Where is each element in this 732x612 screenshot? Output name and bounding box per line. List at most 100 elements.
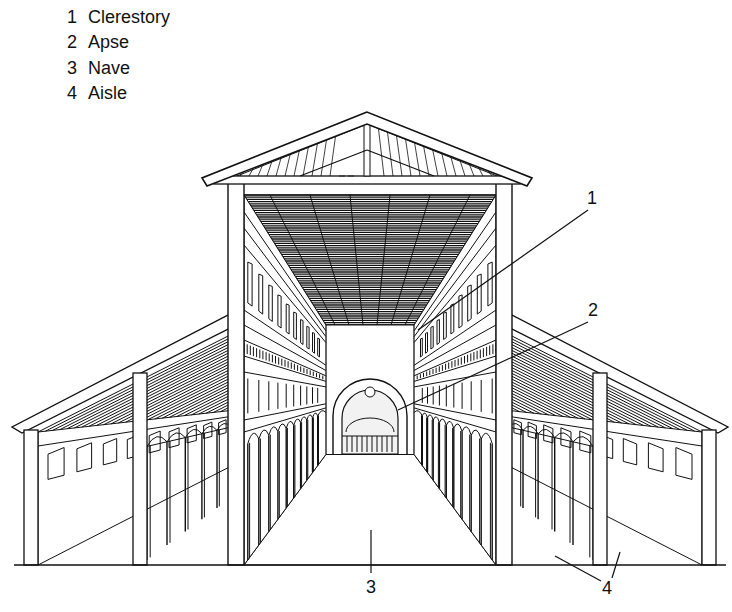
aisle-column — [572, 442, 573, 545]
frieze-mark — [458, 359, 459, 366]
key-number-holder: 1 — [67, 8, 77, 26]
right-aisle — [416, 311, 728, 565]
ceiling-beam — [319, 313, 421, 314]
clerestory-window — [294, 312, 297, 339]
colonnade-arch — [278, 424, 286, 432]
column — [301, 422, 302, 487]
frieze-mark — [256, 348, 257, 357]
frieze-mark — [483, 348, 484, 357]
frieze-mark — [291, 363, 292, 369]
apse-column — [362, 436, 363, 452]
aisle-column — [201, 434, 202, 520]
apse-vault — [346, 418, 394, 432]
column — [461, 432, 462, 520]
column — [460, 431, 461, 517]
left-aisle — [12, 311, 324, 565]
ceiling-beam — [291, 269, 449, 270]
column — [294, 425, 295, 497]
column — [492, 444, 493, 560]
aisle-arch — [147, 437, 167, 447]
ceiling-beam — [309, 298, 431, 299]
truss-hatch — [348, 176, 354, 177]
key-number-holder: 2 — [67, 33, 77, 51]
ceiling-beam — [270, 236, 469, 237]
wall-panel-line — [433, 387, 434, 405]
key-number: 4 — [67, 83, 77, 103]
wall-band — [244, 212, 326, 331]
key-term-holder: Apse — [88, 33, 129, 51]
ceiling-beam — [306, 293, 433, 294]
colonnade-arch — [248, 433, 259, 443]
truss-hatch — [339, 176, 345, 177]
ceiling-beam — [245, 197, 494, 198]
frieze-mark — [253, 347, 254, 356]
callout-number: 4 — [602, 578, 612, 598]
aisle-column — [537, 434, 538, 520]
aisle-column — [219, 430, 220, 507]
frieze-mark — [281, 359, 282, 366]
wall-panel-line — [471, 381, 472, 410]
frieze-mark — [464, 356, 465, 364]
oculus — [365, 387, 375, 397]
wall-panel-line — [422, 388, 423, 403]
frieze-mark — [310, 370, 311, 375]
column — [422, 416, 423, 466]
clerestory-window — [426, 333, 428, 354]
ceiling-beam — [275, 243, 466, 244]
ceiling-beam — [294, 274, 446, 275]
wall-band — [244, 325, 326, 371]
ceiling-beam — [261, 221, 480, 222]
aisle-column — [216, 430, 217, 508]
ceiling-beam — [297, 278, 444, 279]
ceiling-beam — [301, 285, 439, 286]
aisle-column — [170, 441, 171, 543]
ceiling-beam — [257, 214, 484, 215]
frieze-mark — [288, 361, 289, 368]
column — [300, 423, 301, 489]
leader-line — [398, 322, 588, 410]
apse-column — [387, 436, 388, 452]
aisle-column — [570, 441, 571, 543]
callout-number: 1 — [587, 188, 597, 208]
wall-panel-line — [312, 387, 313, 404]
clerestory-window — [488, 262, 492, 306]
aisle-arch — [538, 429, 555, 437]
column — [268, 435, 269, 531]
truss-hatch — [378, 125, 384, 176]
aisle-window — [77, 443, 92, 472]
ceiling-beam — [284, 258, 456, 259]
apse-column — [367, 436, 368, 452]
clerestory-window — [286, 304, 289, 334]
column — [479, 439, 480, 543]
clerestory-window — [313, 333, 315, 354]
frieze-mark — [322, 376, 323, 380]
clerestory-window — [421, 338, 423, 357]
column — [452, 428, 453, 507]
ceiling-beam — [277, 247, 462, 248]
callout-number-holder: 1 — [587, 189, 597, 207]
wall-panel-line — [453, 384, 454, 408]
callout-number: 3 — [366, 577, 376, 597]
ceiling-beam — [269, 234, 471, 235]
wall-panel-line — [293, 385, 294, 407]
column — [317, 416, 318, 466]
colonnade-arch — [433, 417, 439, 423]
frieze-mark — [442, 365, 443, 371]
frieze-mark — [480, 350, 481, 359]
aisle-wall-post — [24, 430, 38, 565]
colonnade-arch — [462, 427, 471, 436]
ceiling-beam — [279, 249, 462, 250]
column — [307, 420, 308, 479]
leader-line — [418, 210, 588, 330]
key-number: 1 — [67, 7, 77, 27]
colonnade-arch — [259, 430, 269, 439]
column — [453, 428, 454, 508]
frieze-mark — [297, 365, 298, 371]
colonnade-arch — [422, 413, 427, 418]
apse-column — [377, 436, 378, 452]
ceiling-beam — [281, 254, 458, 255]
ceiling-beam — [316, 309, 424, 310]
column — [421, 415, 422, 464]
key-term-holder: Aisle — [88, 84, 127, 102]
aisle-column — [166, 442, 167, 545]
